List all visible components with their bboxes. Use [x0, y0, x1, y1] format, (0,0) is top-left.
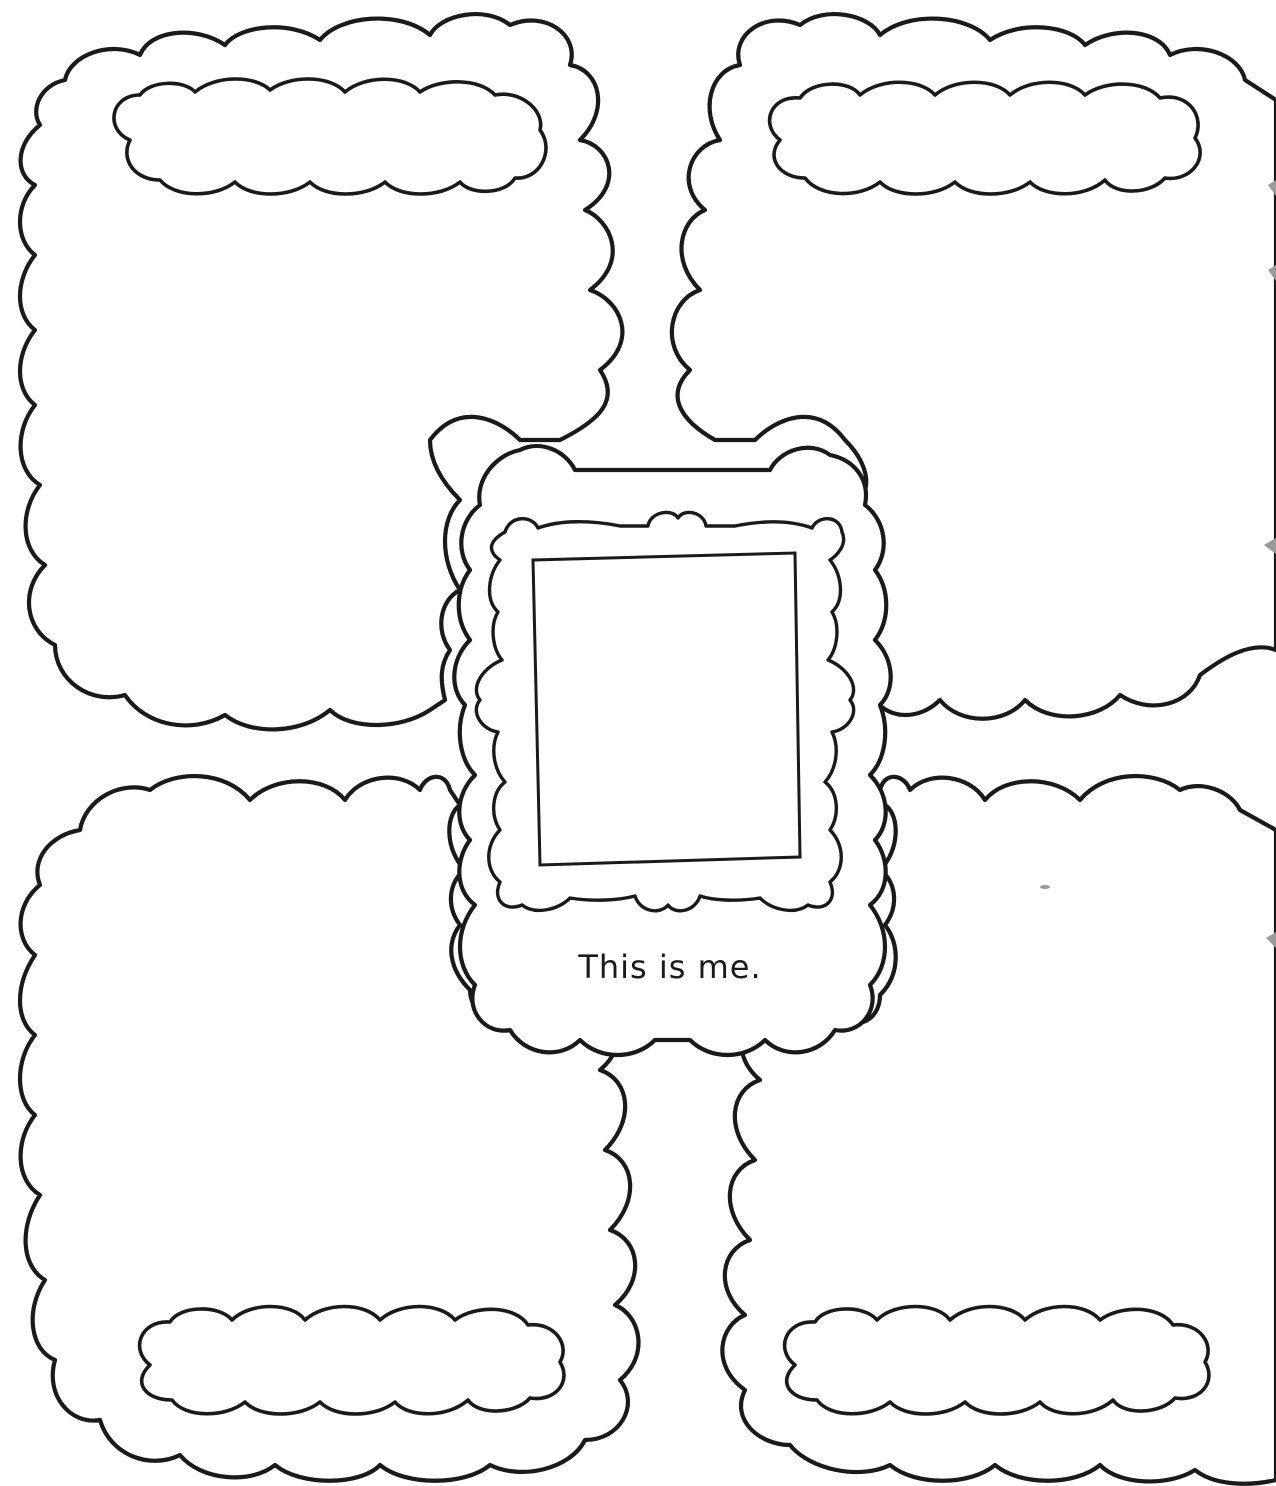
portrait-frame — [476, 512, 853, 910]
caption-this-is-me: This is me. — [520, 948, 820, 986]
portrait-drawing-area — [533, 553, 800, 865]
